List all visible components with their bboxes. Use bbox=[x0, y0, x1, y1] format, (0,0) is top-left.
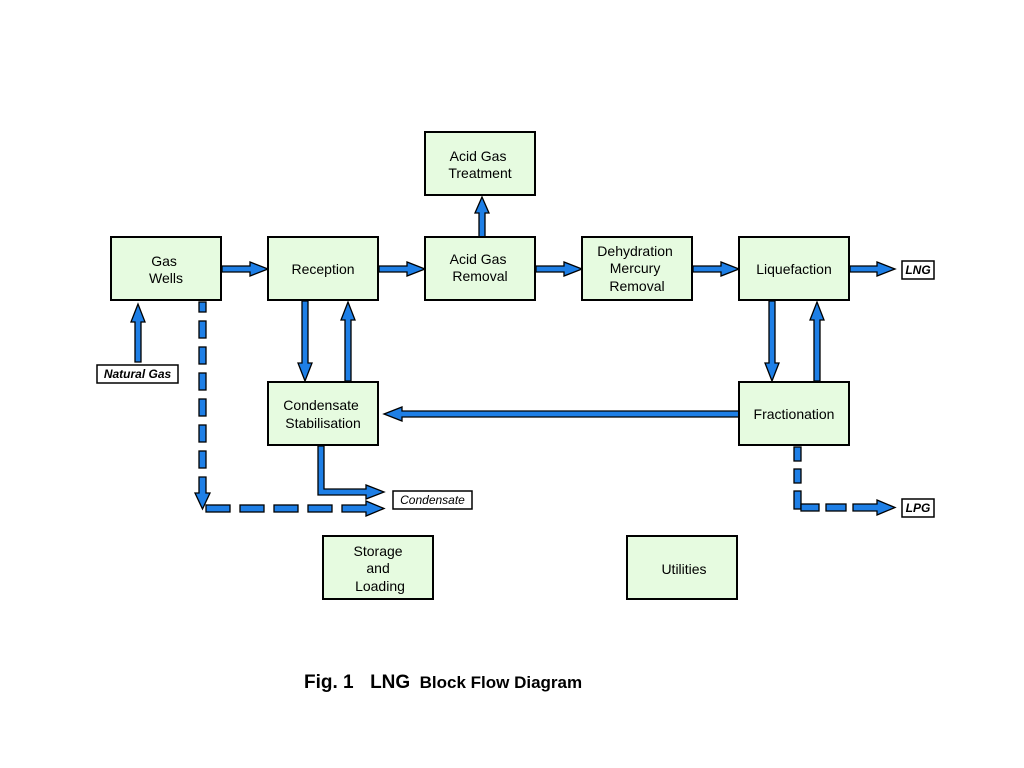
block-acid-gas-removal: Acid Gas Removal bbox=[424, 236, 536, 301]
block-reception: Reception bbox=[267, 236, 379, 301]
svg-text:Acid Gas Removal: Acid Gas Removal bbox=[450, 251, 511, 284]
label-lng: LNG bbox=[901, 260, 935, 280]
block-liquefaction: Liquefaction bbox=[738, 236, 850, 301]
svg-text:Condensate Stabilisati: Condensate Stabilisation bbox=[283, 397, 362, 431]
label-lng-text: LNG bbox=[905, 263, 930, 277]
arrow-condensate-stabilisation-to-condensate bbox=[317, 445, 386, 500]
block-utilities-label: Utilities bbox=[661, 561, 706, 577]
block-gas-wells-line2: Wells bbox=[149, 270, 183, 286]
caption-rest: Block Flow Diagram bbox=[420, 673, 582, 692]
arrow-liquefaction-to-lng bbox=[849, 261, 897, 277]
arrow-acid-gas-removal-to-treatment bbox=[474, 195, 490, 238]
block-gas-wells: Gas Wells bbox=[110, 236, 222, 301]
arrow-acid-gas-removal-to-dehydration bbox=[535, 261, 584, 277]
label-lpg-text: LPG bbox=[906, 501, 931, 515]
block-storage-line3: Loading bbox=[355, 578, 405, 594]
arrow-fractionation-to-liquefaction bbox=[809, 300, 825, 382]
arrow-condensate-stabilisation-to-reception bbox=[340, 300, 356, 382]
dashed-arrow-fractionation-to-lpg bbox=[793, 446, 897, 516]
block-fractionation-label: Fractionation bbox=[754, 406, 835, 422]
arrow-reception-to-condensate-stabilisation bbox=[297, 300, 313, 383]
block-utilities: Utilities bbox=[626, 535, 738, 600]
block-reception-label: Reception bbox=[291, 261, 354, 277]
caption-fig: Fig. 1 bbox=[304, 672, 354, 693]
stream-labels: Natural Gas LNG Condensate LPG bbox=[96, 260, 935, 518]
block-dehydration-mercury-removal: Dehydration Mercury Removal bbox=[581, 236, 693, 301]
block-acid-gas-treatment-line1: Acid Gas bbox=[450, 148, 507, 164]
svg-text:Liquefaction: Liquefaction bbox=[756, 261, 832, 277]
svg-text:Utilities: Utilities bbox=[661, 561, 706, 577]
svg-text:Fractionation: Fractionation bbox=[754, 406, 835, 422]
block-dehydration-line1: Dehydration bbox=[597, 243, 673, 259]
caption-lng: LNG bbox=[370, 672, 410, 693]
dashed-flow-arrows bbox=[193, 301, 897, 517]
block-liquefaction-label: Liquefaction bbox=[756, 261, 832, 277]
block-acid-gas-treatment-line2: Treatment bbox=[448, 165, 511, 181]
label-natural-gas-text: Natural Gas bbox=[104, 367, 172, 381]
svg-text:Dehydration Mercury: Dehydration Mercury Removal bbox=[597, 243, 676, 294]
block-condensate-stabilisation-line2: Stabilisation bbox=[285, 415, 361, 431]
label-condensate: Condensate bbox=[392, 490, 473, 510]
label-condensate-text: Condensate bbox=[400, 493, 465, 507]
block-storage-and-loading: Storage and Loading bbox=[322, 535, 434, 600]
process-blocks: Gas Wells Reception Acid Gas Removal Aci… bbox=[110, 131, 850, 600]
arrow-dehydration-to-liquefaction bbox=[692, 261, 741, 277]
label-natural-gas: Natural Gas bbox=[96, 364, 179, 384]
arrow-reception-to-acid-gas-removal bbox=[378, 261, 427, 277]
block-dehydration-line3: Removal bbox=[609, 278, 664, 294]
figure-caption: Fig. 1 LNG Block Flow Diagram bbox=[304, 672, 582, 693]
block-gas-wells-line1: Gas bbox=[151, 253, 177, 269]
arrow-liquefaction-to-fractionation bbox=[764, 300, 780, 383]
block-condensate-stabilisation: Condensate Stabilisation bbox=[267, 381, 379, 446]
block-storage-line1: Storage bbox=[354, 543, 403, 559]
flow-arrows bbox=[130, 195, 897, 500]
label-lpg: LPG bbox=[901, 498, 935, 518]
arrow-natural-gas-to-gas-wells bbox=[130, 302, 146, 363]
block-acid-gas-removal-line1: Acid Gas bbox=[450, 251, 507, 267]
block-fractionation: Fractionation bbox=[738, 381, 850, 446]
block-storage-line2: and bbox=[366, 560, 389, 576]
svg-text:Gas Wells: Gas Wells bbox=[149, 253, 183, 286]
arrow-fractionation-to-condensate-stabilisation bbox=[382, 406, 740, 422]
block-dehydration-line2: Mercury bbox=[610, 260, 661, 276]
block-acid-gas-removal-line2: Removal bbox=[452, 268, 507, 284]
svg-text:Acid Gas Treatment: Acid Gas Treatment bbox=[448, 148, 511, 181]
block-acid-gas-treatment: Acid Gas Treatment bbox=[424, 131, 536, 196]
arrow-gas-wells-to-reception bbox=[221, 261, 270, 277]
block-condensate-stabilisation-line1: Condensate bbox=[283, 397, 359, 413]
svg-text:Reception: Reception bbox=[291, 261, 354, 277]
svg-text:Storage and Lo: Storage and Loading bbox=[354, 543, 407, 594]
dashed-arrow-gas-wells-to-storage bbox=[193, 301, 386, 517]
